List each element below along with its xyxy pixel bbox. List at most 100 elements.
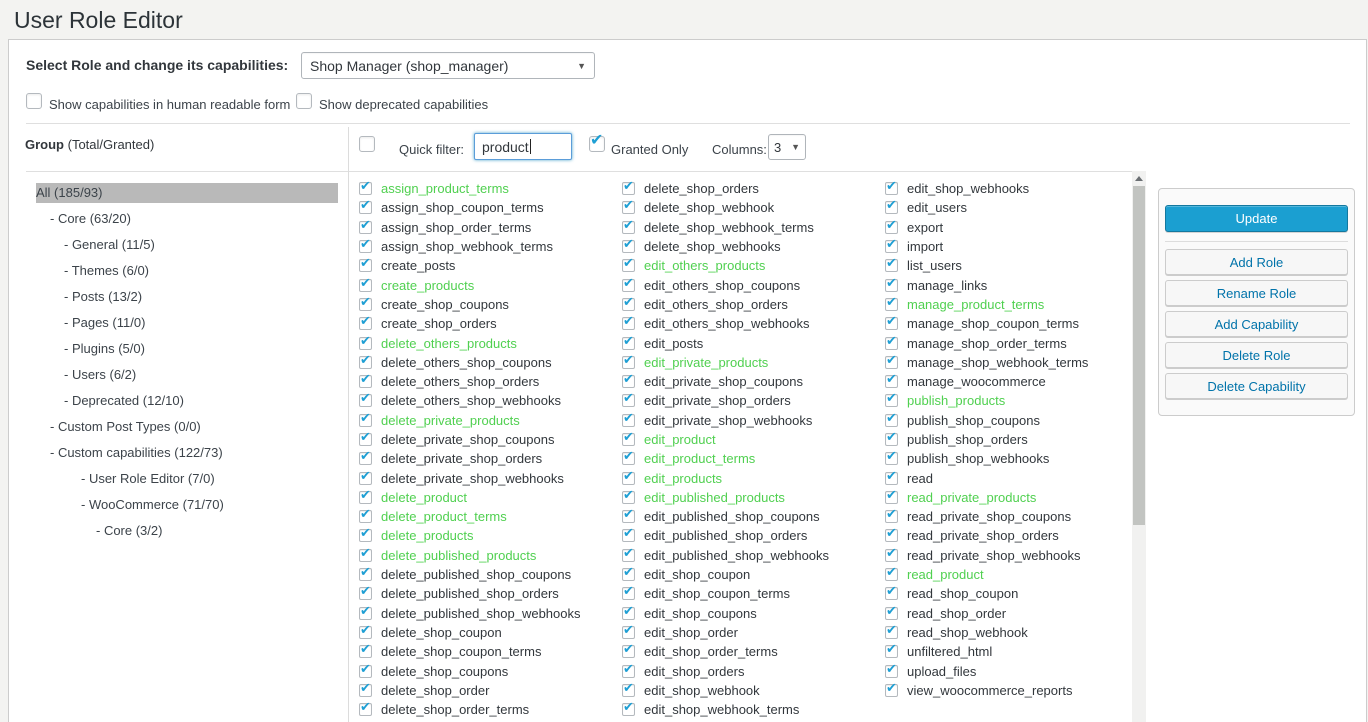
group-tree-item[interactable]: - Deprecated (12/10) — [64, 393, 184, 408]
capability-checkbox[interactable]: ✔ — [885, 681, 898, 697]
capability-checkbox[interactable]: ✔ — [359, 218, 372, 234]
columns-select[interactable]: 3 ▼ — [768, 134, 806, 160]
group-tree-item[interactable]: - Pages (11/0) — [64, 315, 146, 330]
capability-checkbox[interactable]: ✔ — [622, 449, 635, 466]
group-tree-item[interactable]: - Core (3/2) — [96, 523, 163, 538]
group-tree-item[interactable]: - Posts (13/2) — [64, 289, 143, 304]
delete-capability-button[interactable]: Delete Capability — [1165, 373, 1348, 399]
capability-checkbox[interactable]: ✔ — [622, 237, 635, 254]
group-tree-item[interactable]: All (185/93) — [36, 183, 338, 203]
group-tree-item[interactable]: - Custom capabilities (122/73) — [50, 445, 223, 460]
add-role-button[interactable]: Add Role — [1165, 249, 1348, 275]
show-human-readable-checkbox[interactable] — [26, 93, 42, 109]
capability-checkbox[interactable]: ✔ — [885, 198, 898, 215]
update-button[interactable]: Update — [1165, 205, 1348, 232]
capability-checkbox[interactable]: ✔ — [885, 642, 898, 659]
add-capability-button[interactable]: Add Capability — [1165, 311, 1348, 337]
capability-checkbox[interactable]: ✔ — [359, 623, 372, 639]
capability-checkbox[interactable]: ✔ — [359, 526, 372, 543]
capability-checkbox[interactable]: ✔ — [359, 507, 372, 524]
capability-checkbox[interactable]: ✔ — [885, 334, 898, 350]
capability-checkbox[interactable]: ✔ — [622, 430, 635, 446]
capability-checkbox[interactable]: ✔ — [622, 642, 635, 659]
capability-checkbox[interactable]: ✔ — [359, 314, 372, 331]
capability-checkbox[interactable]: ✔ — [885, 391, 898, 408]
scrollbar-up-arrow[interactable] — [1132, 171, 1146, 185]
capability-checkbox[interactable]: ✔ — [885, 314, 898, 331]
group-tree-item[interactable]: - WooCommerce (71/70) — [81, 497, 224, 512]
capability-checkbox[interactable]: ✔ — [359, 546, 372, 562]
capability-checkbox[interactable]: ✔ — [359, 642, 372, 659]
group-tree-item[interactable]: - Custom Post Types (0/0) — [50, 419, 201, 434]
capability-checkbox[interactable]: ✔ — [359, 256, 372, 273]
capability-checkbox[interactable]: ✔ — [359, 391, 372, 408]
capability-checkbox[interactable]: ✔ — [359, 295, 372, 311]
capability-checkbox[interactable]: ✔ — [885, 295, 898, 311]
delete-role-button[interactable]: Delete Role — [1165, 342, 1348, 368]
capability-checkbox[interactable]: ✔ — [885, 507, 898, 524]
capability-checkbox[interactable]: ✔ — [885, 488, 898, 504]
capability-checkbox[interactable]: ✔ — [885, 526, 898, 543]
capability-checkbox[interactable]: ✔ — [359, 430, 372, 446]
group-tree-item[interactable]: - Users (6/2) — [64, 367, 137, 382]
capability-checkbox[interactable]: ✔ — [622, 469, 635, 485]
scrollbar-thumb[interactable] — [1133, 186, 1145, 525]
capability-checkbox[interactable]: ✔ — [885, 276, 898, 292]
capability-checkbox[interactable]: ✔ — [885, 662, 898, 678]
group-tree-item[interactable]: - Themes (6/0) — [64, 263, 150, 278]
capability-checkbox[interactable]: ✔ — [359, 237, 372, 254]
group-tree-item[interactable]: - Core (63/20) — [50, 211, 131, 226]
capability-checkbox[interactable]: ✔ — [622, 295, 635, 311]
show-deprecated-checkbox[interactable] — [296, 93, 312, 109]
capability-checkbox[interactable]: ✔ — [622, 604, 635, 620]
capability-checkbox[interactable]: ✔ — [359, 411, 372, 427]
capability-checkbox[interactable]: ✔ — [359, 449, 372, 466]
capability-checkbox[interactable]: ✔ — [885, 604, 898, 620]
capability-checkbox[interactable]: ✔ — [359, 334, 372, 350]
capability-checkbox[interactable]: ✔ — [885, 256, 898, 273]
capability-checkbox[interactable]: ✔ — [885, 372, 898, 389]
capability-checkbox[interactable]: ✔ — [622, 411, 635, 427]
capability-checkbox[interactable]: ✔ — [885, 469, 898, 485]
capability-checkbox[interactable]: ✔ — [359, 276, 372, 292]
capability-checkbox[interactable]: ✔ — [885, 623, 898, 639]
capability-checkbox[interactable]: ✔ — [622, 218, 635, 234]
capability-checkbox[interactable]: ✔ — [885, 430, 898, 446]
capability-checkbox[interactable]: ✔ — [885, 546, 898, 562]
capability-checkbox[interactable]: ✔ — [622, 276, 635, 292]
capability-checkbox[interactable]: ✔ — [359, 488, 372, 504]
vertical-scrollbar[interactable] — [1132, 171, 1146, 722]
capability-checkbox[interactable]: ✔ — [622, 391, 635, 408]
capability-checkbox[interactable]: ✔ — [359, 681, 372, 697]
capability-checkbox[interactable]: ✔ — [622, 700, 635, 717]
group-tree-item[interactable]: - User Role Editor (7/0) — [81, 471, 215, 486]
capability-checkbox[interactable]: ✔ — [622, 584, 635, 601]
select-all-checkbox[interactable] — [359, 136, 375, 152]
capability-checkbox[interactable]: ✔ — [359, 198, 372, 215]
capability-checkbox[interactable]: ✔ — [885, 411, 898, 427]
capability-checkbox[interactable]: ✔ — [622, 526, 635, 543]
capability-checkbox[interactable]: ✔ — [622, 256, 635, 273]
capability-checkbox[interactable]: ✔ — [885, 584, 898, 601]
group-tree-item[interactable]: - Plugins (5/0) — [64, 341, 145, 356]
capability-checkbox[interactable]: ✔ — [359, 179, 372, 196]
capability-checkbox[interactable]: ✔ — [359, 662, 372, 678]
capability-checkbox[interactable]: ✔ — [622, 681, 635, 697]
capability-checkbox[interactable]: ✔ — [622, 314, 635, 331]
capability-checkbox[interactable]: ✔ — [622, 507, 635, 524]
capability-checkbox[interactable]: ✔ — [885, 449, 898, 466]
role-select[interactable]: Shop Manager (shop_manager) ▼ — [301, 52, 595, 79]
capability-checkbox[interactable]: ✔ — [359, 353, 372, 369]
capability-checkbox[interactable]: ✔ — [622, 198, 635, 215]
capability-checkbox[interactable]: ✔ — [885, 237, 898, 254]
capability-checkbox[interactable]: ✔ — [359, 565, 372, 582]
capability-checkbox[interactable]: ✔ — [622, 488, 635, 504]
capability-checkbox[interactable]: ✔ — [885, 179, 898, 196]
capability-checkbox[interactable]: ✔ — [359, 700, 372, 717]
capability-checkbox[interactable]: ✔ — [885, 353, 898, 369]
capability-checkbox[interactable]: ✔ — [622, 623, 635, 639]
capability-checkbox[interactable]: ✔ — [359, 469, 372, 485]
capability-checkbox[interactable]: ✔ — [622, 334, 635, 350]
capability-checkbox[interactable]: ✔ — [622, 353, 635, 369]
capability-checkbox[interactable]: ✔ — [622, 372, 635, 389]
